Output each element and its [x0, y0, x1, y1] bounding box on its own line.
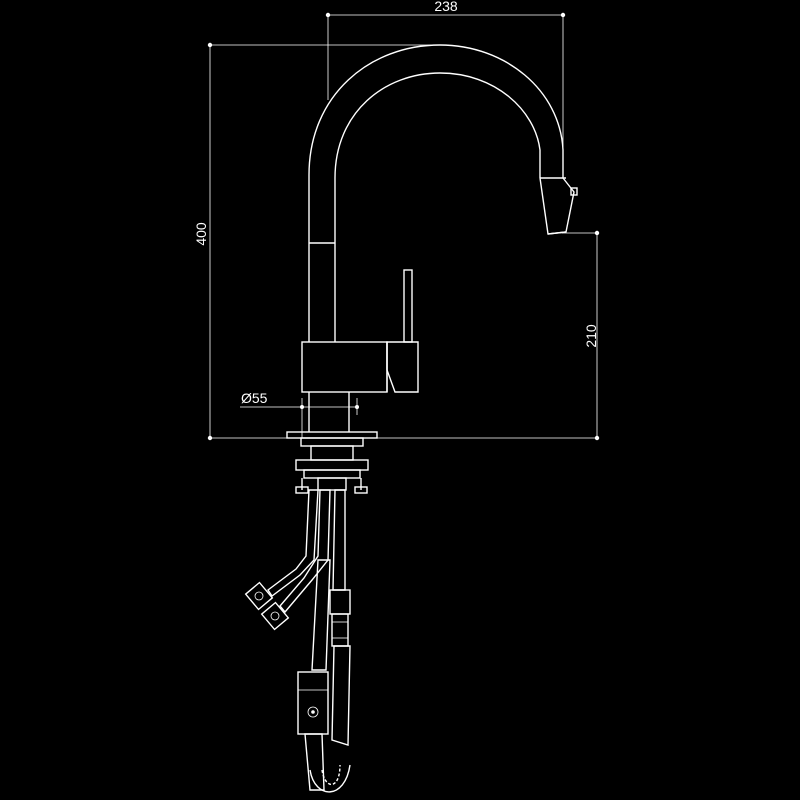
dimension-spout-reach: 238 — [325, 0, 566, 150]
outlet-height-label: 210 — [583, 324, 599, 348]
supply-hoses — [244, 489, 351, 793]
base-diameter-label: Ø55 — [241, 390, 268, 406]
left-hose-connector — [244, 581, 290, 631]
spout-reach-label: 238 — [434, 0, 458, 14]
dimension-base-diameter: Ø55 — [240, 390, 359, 438]
dimension-outlet-height: 210 — [562, 230, 600, 441]
pull-out-hose-connector — [329, 589, 351, 647]
dimension-total-height: 400 — [193, 42, 440, 441]
hose-weight — [297, 671, 329, 735]
total-height-label: 400 — [193, 222, 209, 246]
faucet-body — [286, 44, 578, 494]
